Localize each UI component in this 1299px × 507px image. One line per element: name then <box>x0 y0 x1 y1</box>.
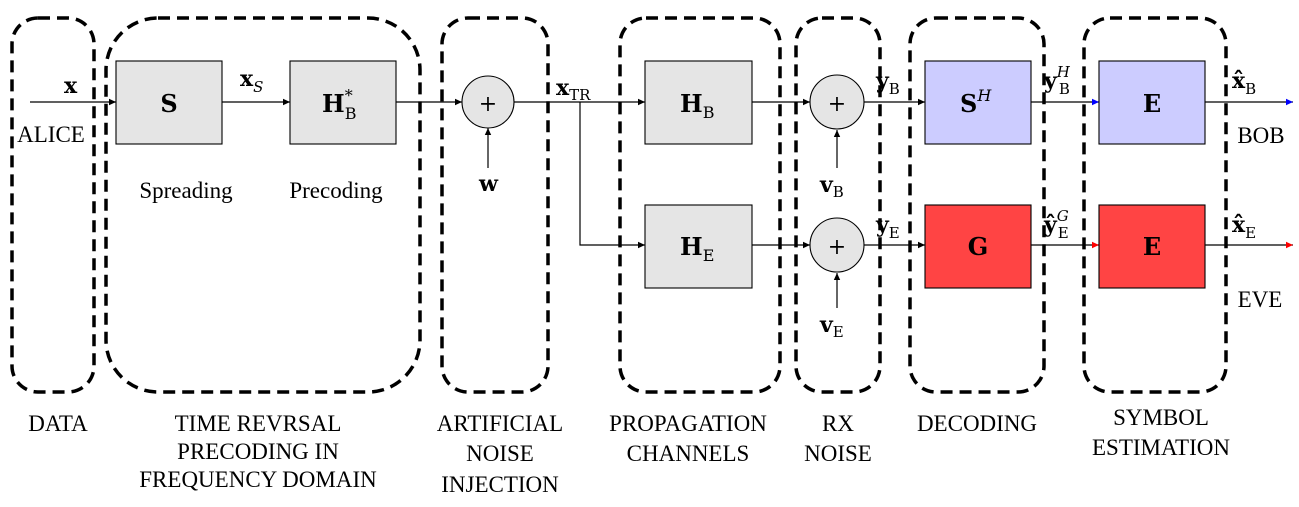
block-eve-filter-symbol: G <box>968 232 989 261</box>
block-spreading <box>115 60 223 145</box>
wire-xtr-eve <box>579 102 645 249</box>
adder-rx-eve-symbol: + <box>828 235 846 260</box>
block-despread <box>924 60 1032 145</box>
block-est-bob-symbol: E <box>1143 89 1161 118</box>
label-yb: yB <box>875 68 900 98</box>
label-ye: yE <box>875 212 900 242</box>
block-h-eve-symbol: HE <box>680 232 714 265</box>
endpoint-eve: EVE <box>1238 287 1283 312</box>
adder-rx-bob-symbol: + <box>828 92 846 117</box>
region-data <box>10 16 96 394</box>
block-h-eve <box>644 204 753 289</box>
caption-data: DATA <box>28 411 88 436</box>
caption-decoding: DECODING <box>917 411 1037 436</box>
label-xs: xS <box>240 66 263 96</box>
adder-noise-injection-symbol: + <box>479 92 497 117</box>
block-precoding <box>289 60 397 145</box>
block-est-eve <box>1098 204 1206 289</box>
block-est-eve-symbol: E <box>1143 232 1161 261</box>
label-vb: vB <box>819 172 844 201</box>
adder-rx-bob <box>809 74 865 130</box>
label-w: w <box>478 171 499 197</box>
region-noise-injection <box>440 16 550 394</box>
label-xhat-e: x̂E <box>1232 212 1256 242</box>
endpoint-alice: ALICE <box>17 122 85 147</box>
block-despread-symbol: SH <box>960 86 992 118</box>
region-symbol-estimation <box>1082 16 1228 394</box>
label-xhat-b: x̂B <box>1232 68 1256 98</box>
adder-rx-eve <box>809 217 865 273</box>
block-h-bob <box>644 60 753 145</box>
signal-wires <box>30 98 1293 308</box>
block-h-bob-symbol: HB <box>680 89 714 122</box>
region-tr-precoding <box>104 16 422 394</box>
label-xtr: xTR <box>556 75 591 104</box>
caption-spreading: Spreading <box>139 178 233 203</box>
block-spreading-symbol: S <box>160 89 177 118</box>
block-precoding-symbol: H*B <box>322 86 356 123</box>
label-x: x <box>64 73 78 99</box>
block-eve-filter <box>924 204 1032 289</box>
region-propagation <box>618 16 782 394</box>
endpoint-bob: BOB <box>1237 123 1284 148</box>
region-rx-noise <box>794 16 882 394</box>
summing-nodes: + + + <box>461 74 865 273</box>
processing-blocks: S H*B HB HE SH G E E <box>115 60 1206 289</box>
region-decoding <box>908 16 1046 394</box>
stage-regions <box>10 16 1228 394</box>
adder-noise-injection <box>461 75 515 129</box>
caption-precoding: Precoding <box>289 178 383 203</box>
block-est-bob <box>1098 60 1206 145</box>
label-ve: vE <box>819 312 844 341</box>
